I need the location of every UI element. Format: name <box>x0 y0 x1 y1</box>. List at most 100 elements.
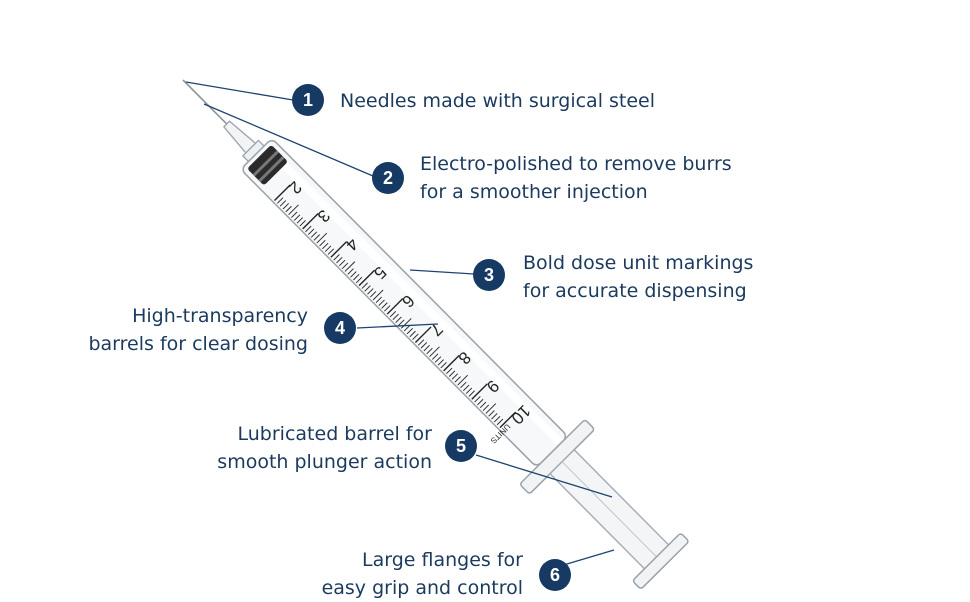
minor-tick <box>327 248 335 255</box>
badge-1: 1 <box>292 84 324 116</box>
minor-tick <box>285 205 292 213</box>
minor-tick <box>279 200 287 207</box>
minor-tick <box>401 318 412 329</box>
callout-6-line-2: easy grip and control <box>321 577 523 599</box>
minor-tick <box>350 271 357 278</box>
minor-tick <box>448 370 456 377</box>
callout-3-line-1: Bold dose unit markings <box>523 252 754 274</box>
major-tick <box>443 354 460 372</box>
callout-6-line-1: Large flanges for <box>362 549 523 571</box>
minor-tick <box>463 384 470 392</box>
leader-line-2 <box>203 103 374 177</box>
minor-tick <box>468 390 475 397</box>
major-tick <box>499 411 517 429</box>
minor-tick <box>341 262 349 269</box>
minor-tick <box>378 299 385 306</box>
leader-line-4 <box>356 323 439 329</box>
minor-tick <box>308 228 315 235</box>
svg-text:5: 5 <box>456 436 466 456</box>
minor-tick <box>384 305 391 312</box>
minor-tick <box>353 274 360 281</box>
minor-tick <box>339 259 346 267</box>
callout-text-4: High-transparency barrels for clear dosi… <box>88 302 308 358</box>
minor-tick <box>460 381 467 389</box>
minor-tick <box>322 242 329 250</box>
minor-tick <box>344 261 356 272</box>
minor-tick <box>277 197 284 204</box>
minor-tick <box>291 211 298 218</box>
minor-tick <box>370 291 377 298</box>
minor-tick <box>479 401 487 409</box>
major-tick <box>358 269 376 287</box>
major-tick <box>471 383 488 400</box>
badge-2: 2 <box>372 162 404 194</box>
callout-4-line-2: barrels for clear dosing <box>88 333 308 355</box>
minor-tick <box>403 325 411 332</box>
callout-text-6: Large flanges for easy grip and control <box>322 546 523 602</box>
minor-tick <box>299 220 306 227</box>
callout-text-2: Electro-polished to remove burrs for a s… <box>420 150 732 206</box>
minor-tick <box>375 296 382 304</box>
minor-tick <box>367 288 374 295</box>
minor-tick <box>381 302 388 309</box>
minor-tick <box>457 374 468 386</box>
minor-tick <box>426 347 433 355</box>
minor-tick <box>389 310 397 318</box>
stopper-ring <box>252 150 279 177</box>
minor-tick <box>313 234 320 241</box>
callout-5-line-1: Lubricated barrel for <box>237 423 432 445</box>
svg-text:1: 1 <box>303 90 313 110</box>
minor-tick <box>347 268 354 275</box>
minor-tick <box>482 404 490 411</box>
badge-6: 6 <box>539 559 571 591</box>
leader-lines <box>185 81 615 573</box>
badge-5: 5 <box>445 430 477 462</box>
minor-tick <box>395 316 402 323</box>
leader-line-3 <box>409 269 475 275</box>
badge-3: 3 <box>473 259 505 291</box>
svg-text:3: 3 <box>484 265 494 285</box>
callout-2-line-2: for a smoother injection <box>420 181 648 203</box>
minor-tick <box>429 346 440 357</box>
minor-tick <box>432 353 439 360</box>
minor-tick <box>423 345 430 352</box>
minor-tick <box>446 367 453 374</box>
svg-text:4: 4 <box>335 318 345 338</box>
callout-4-line-1: High-transparency <box>132 305 308 327</box>
minor-tick <box>336 257 343 264</box>
minor-tick <box>361 282 368 289</box>
needle <box>182 79 230 127</box>
minor-tick <box>409 330 416 338</box>
minor-tick <box>282 203 289 210</box>
minor-tick <box>491 413 498 420</box>
svg-text:6: 6 <box>550 565 560 585</box>
minor-tick <box>392 313 399 321</box>
minor-tick <box>477 398 484 406</box>
stopper-ring <box>258 156 285 183</box>
svg-text:2: 2 <box>383 168 393 188</box>
minor-tick <box>454 376 461 383</box>
minor-tick <box>406 327 413 335</box>
minor-tick <box>485 403 497 414</box>
minor-tick <box>496 418 504 426</box>
major-tick <box>330 241 347 258</box>
major-tick <box>274 184 291 202</box>
minor-tick <box>296 217 304 224</box>
minor-tick <box>437 359 444 366</box>
badge-4: 4 <box>324 312 356 344</box>
minor-tick <box>316 232 328 244</box>
rubber-stopper <box>248 145 287 185</box>
minor-tick <box>440 362 447 369</box>
callout-5-line-2: smooth plunger action <box>217 451 432 473</box>
minor-tick <box>420 342 428 349</box>
minor-tick <box>305 225 312 233</box>
minor-tick <box>412 333 419 340</box>
minor-tick <box>324 245 332 252</box>
minor-tick <box>364 285 371 292</box>
minor-tick <box>288 204 299 216</box>
minor-tick <box>310 231 318 238</box>
callout-text-5: Lubricated barrel for smooth plunger act… <box>217 420 432 476</box>
thumb-press <box>632 533 689 589</box>
minor-tick <box>488 410 495 417</box>
